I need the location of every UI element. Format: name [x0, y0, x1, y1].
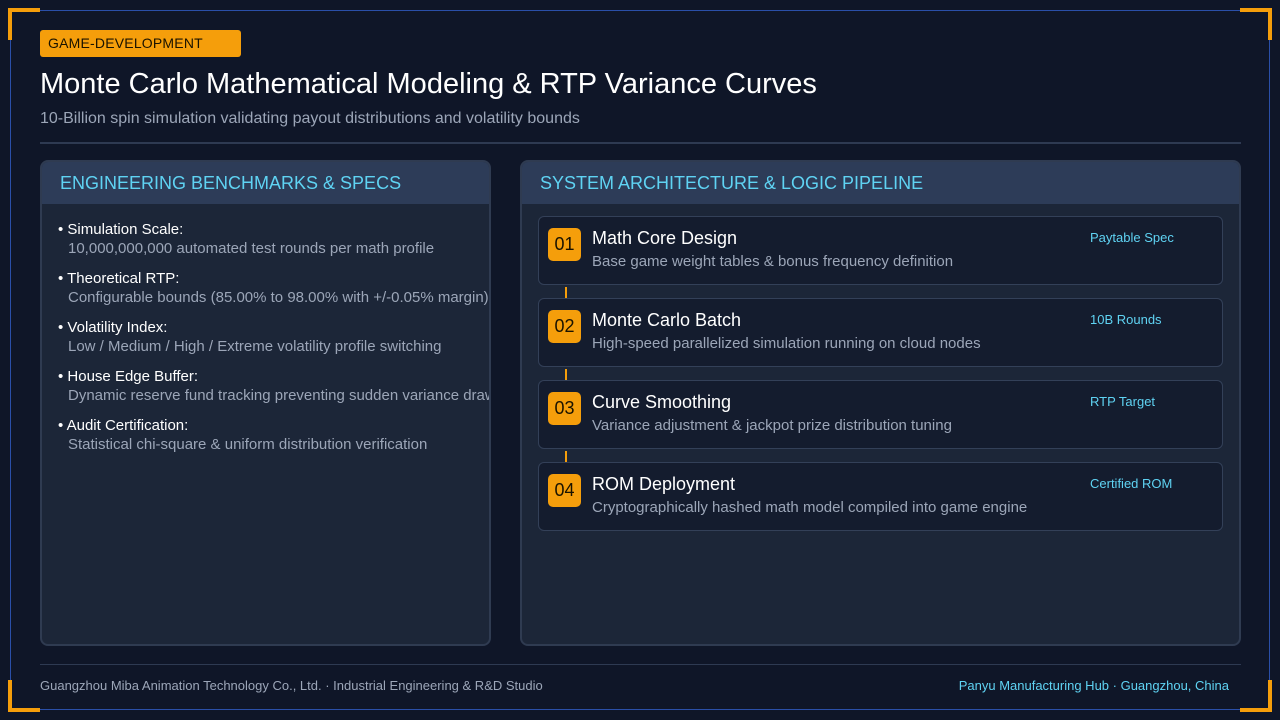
- pipeline-step-rom-deployment: 04 ROM Deployment Cryptographically hash…: [538, 462, 1223, 531]
- spec-value: Configurable bounds (85.00% to 98.00% wi…: [68, 289, 489, 306]
- spec-value: Dynamic reserve fund tracking preventing…: [68, 387, 489, 404]
- step-number-badge: 04: [548, 474, 581, 507]
- benchmarks-panel: ENGINEERING BENCHMARKS & SPECS • Simulat…: [40, 160, 491, 646]
- page-title: Monte Carlo Mathematical Modeling & RTP …: [40, 68, 817, 100]
- benchmarks-heading: ENGINEERING BENCHMARKS & SPECS: [42, 162, 489, 204]
- footer-company: Guangzhou Miba Animation Technology Co.,…: [40, 678, 543, 693]
- spec-value: Low / Medium / High / Extreme volatility…: [68, 338, 442, 355]
- footer-divider: [40, 664, 1241, 665]
- pipeline-step-math-core: 01 Math Core Design Base game weight tab…: [538, 216, 1223, 285]
- spec-label: • Theoretical RTP:: [58, 270, 180, 287]
- step-connector: [565, 369, 567, 381]
- step-description: High-speed parallelized simulation runni…: [592, 335, 981, 352]
- corner-accent-bottom-right: [1240, 680, 1272, 712]
- spec-item-volatility-index: • Volatility Index: Low / Medium / High …: [58, 318, 489, 357]
- spec-label: • House Edge Buffer:: [58, 368, 199, 385]
- category-tag: GAME-DEVELOPMENT: [40, 30, 241, 57]
- benchmarks-list: • Simulation Scale: 10,000,000,000 autom…: [42, 204, 489, 455]
- corner-accent-top-left: [8, 8, 40, 40]
- step-tag: Paytable Spec: [1090, 230, 1174, 245]
- step-connector: [565, 451, 567, 463]
- corner-accent-top-right: [1240, 8, 1272, 40]
- spec-item-theoretical-rtp: • Theoretical RTP: Configurable bounds (…: [58, 269, 489, 308]
- spec-label: • Simulation Scale:: [58, 221, 184, 238]
- step-description: Base game weight tables & bonus frequenc…: [592, 253, 954, 270]
- page-subtitle: 10-Billion spin simulation validating pa…: [40, 110, 580, 127]
- pipeline-step-monte-carlo: 02 Monte Carlo Batch High-speed parallel…: [538, 298, 1223, 367]
- spec-item-house-edge-buffer: • House Edge Buffer: Dynamic reserve fun…: [58, 367, 489, 406]
- step-title: ROM Deployment: [592, 474, 736, 494]
- step-number-badge: 02: [548, 310, 581, 343]
- spec-label: • Audit Certification:: [58, 417, 189, 434]
- spec-item-simulation-scale: • Simulation Scale: 10,000,000,000 autom…: [58, 220, 489, 259]
- step-number-badge: 03: [548, 392, 581, 425]
- step-title: Math Core Design: [592, 228, 738, 248]
- header-divider: [40, 142, 1241, 144]
- pipeline-step-curve-smoothing: 03 Curve Smoothing Variance adjustment &…: [538, 380, 1223, 449]
- spec-value: 10,000,000,000 automated test rounds per…: [68, 240, 435, 257]
- step-tag: Certified ROM: [1090, 476, 1173, 491]
- spec-value: Statistical chi-square & uniform distrib…: [68, 436, 428, 453]
- pipeline-heading: SYSTEM ARCHITECTURE & LOGIC PIPELINE: [522, 162, 1239, 204]
- corner-accent-bottom-left: [8, 680, 40, 712]
- spec-item-audit-certification: • Audit Certification: Statistical chi-s…: [58, 416, 489, 455]
- step-tag: 10B Rounds: [1090, 312, 1162, 327]
- footer-location: Panyu Manufacturing Hub · Guangzhou, Chi…: [958, 678, 1229, 693]
- step-number-badge: 01: [548, 228, 581, 261]
- step-description: Cryptographically hashed math model comp…: [592, 499, 1028, 516]
- slide-frame: [10, 10, 1270, 710]
- step-title: Curve Smoothing: [592, 392, 732, 412]
- step-connector: [565, 287, 567, 299]
- spec-label: • Volatility Index:: [58, 319, 168, 336]
- pipeline-steps: 01 Math Core Design Base game weight tab…: [522, 204, 1239, 531]
- step-title: Monte Carlo Batch: [592, 310, 742, 330]
- step-tag: RTP Target: [1090, 394, 1156, 409]
- pipeline-panel: SYSTEM ARCHITECTURE & LOGIC PIPELINE 01 …: [520, 160, 1241, 646]
- step-description: Variance adjustment & jackpot prize dist…: [592, 417, 952, 434]
